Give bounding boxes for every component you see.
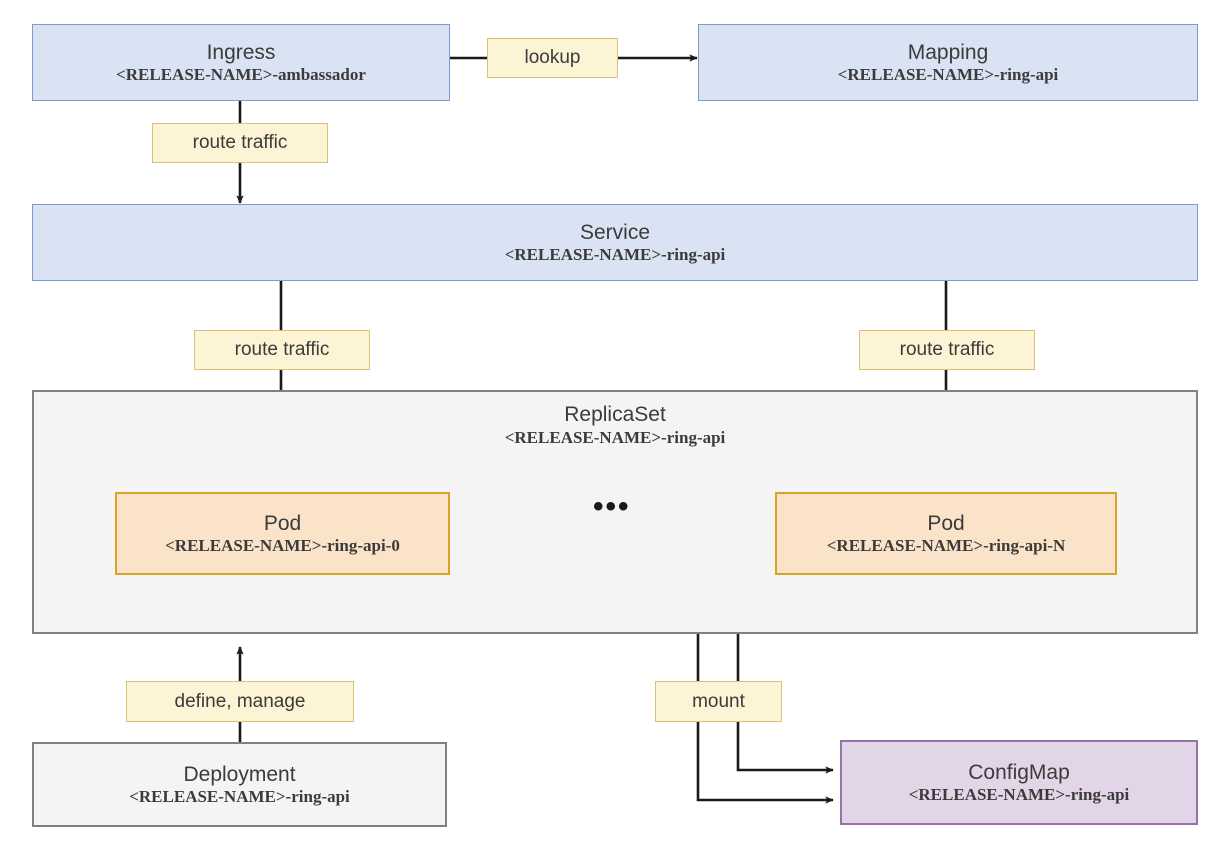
pod-first-subtitle: <RELEASE-NAME>-ring-api-0 — [165, 536, 400, 556]
pod-last-title: Pod — [927, 511, 965, 535]
node-pod-first[interactable]: Pod <RELEASE-NAME>-ring-api-0 — [115, 492, 450, 575]
edge-label-route-traffic-ingress[interactable]: route traffic — [152, 123, 328, 163]
node-pod-last[interactable]: Pod <RELEASE-NAME>-ring-api-N — [775, 492, 1117, 575]
pod-first-title: Pod — [263, 511, 302, 535]
deployment-title: Deployment — [183, 762, 296, 786]
edge-label-route-traffic-pod-last[interactable]: route traffic — [859, 330, 1035, 370]
ingress-subtitle: <RELEASE-NAME>-ambassador — [116, 65, 366, 85]
replicaset-subtitle: <RELEASE-NAME>-ring-api — [504, 427, 726, 447]
node-service[interactable]: Service <RELEASE-NAME>-ring-api — [32, 204, 1198, 281]
edge-label-route-traffic-pod-first[interactable]: route traffic — [194, 330, 370, 370]
edge-label-define-manage[interactable]: define, manage — [126, 681, 354, 722]
ingress-title: Ingress — [206, 40, 276, 64]
node-configmap[interactable]: ConfigMap <RELEASE-NAME>-ring-api — [840, 740, 1198, 825]
pod-last-subtitle: <RELEASE-NAME>-ring-api-N — [826, 536, 1066, 556]
node-mapping[interactable]: Mapping <RELEASE-NAME>-ring-api — [698, 24, 1198, 101]
pods-ellipsis: ••• — [593, 490, 631, 523]
node-ingress[interactable]: Ingress <RELEASE-NAME>-ambassador — [32, 24, 450, 101]
mapping-title: Mapping — [907, 40, 989, 64]
edge-label-lookup[interactable]: lookup — [487, 38, 618, 78]
configmap-subtitle: <RELEASE-NAME>-ring-api — [908, 785, 1130, 805]
edge-label-mount[interactable]: mount — [655, 681, 782, 722]
replicaset-title: ReplicaSet — [564, 403, 666, 426]
deployment-subtitle: <RELEASE-NAME>-ring-api — [129, 787, 350, 807]
service-title: Service — [579, 220, 651, 244]
node-deployment[interactable]: Deployment <RELEASE-NAME>-ring-api — [32, 742, 447, 827]
configmap-title: ConfigMap — [968, 760, 1070, 784]
service-subtitle: <RELEASE-NAME>-ring-api — [504, 245, 726, 265]
mapping-subtitle: <RELEASE-NAME>-ring-api — [837, 65, 1059, 85]
